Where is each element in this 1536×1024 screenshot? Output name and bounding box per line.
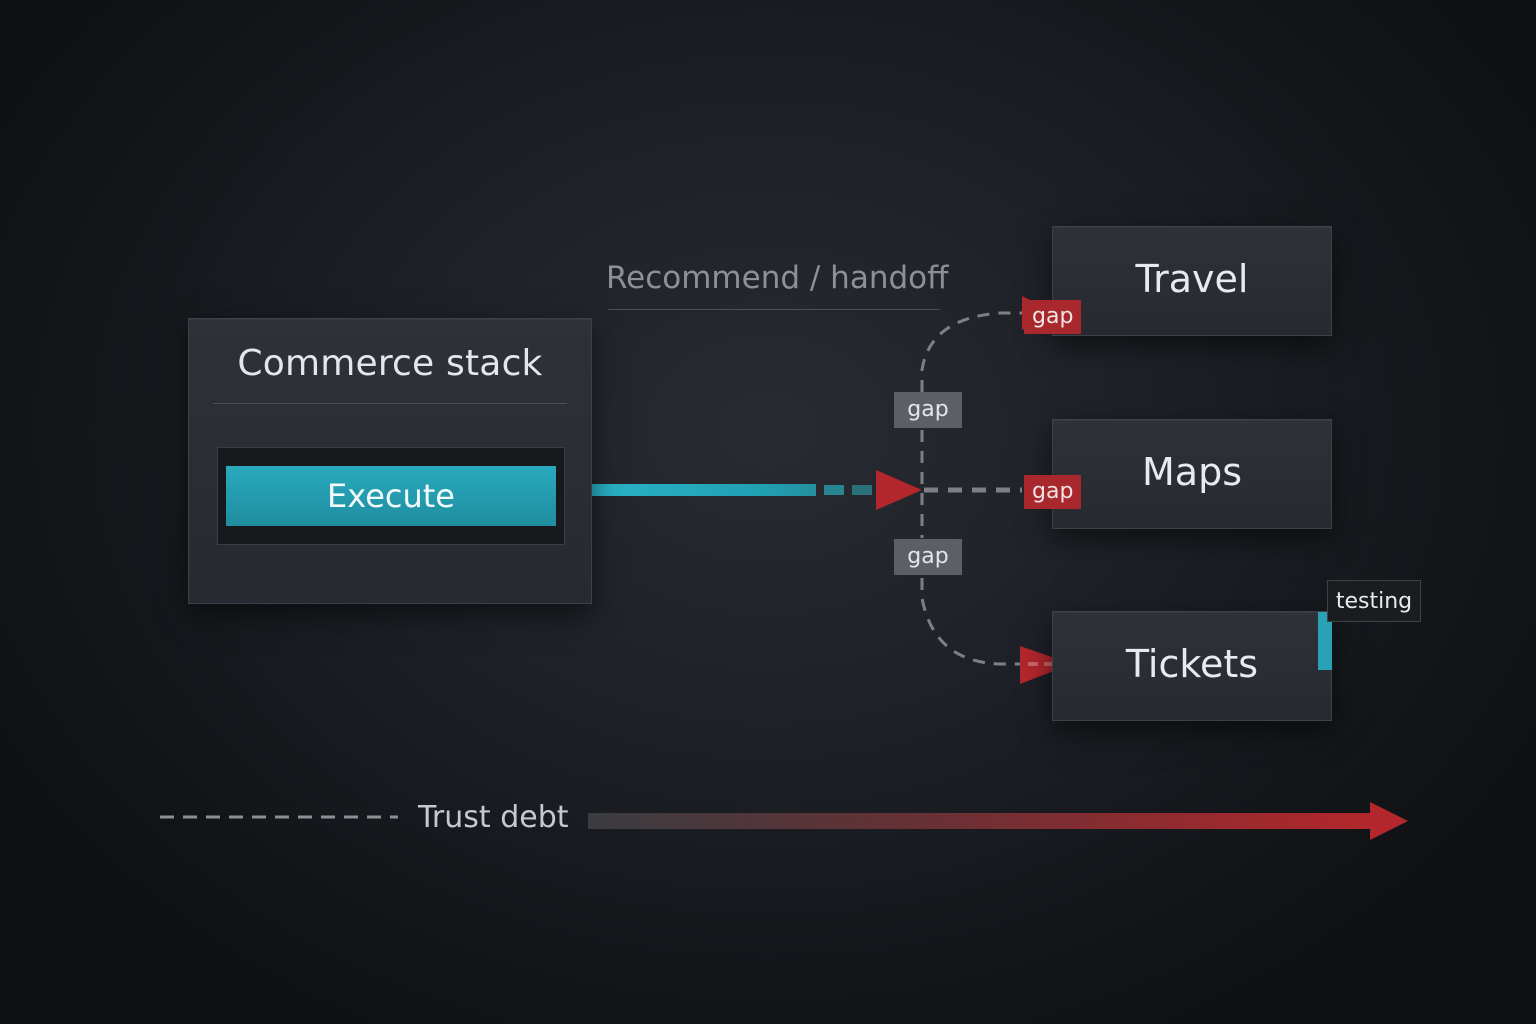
testing-tag: testing	[1327, 580, 1421, 622]
commerce-stack-title: Commerce stack	[237, 343, 543, 384]
execute-button[interactable]: Execute	[226, 466, 556, 526]
commerce-stack-box: Commerce stack Execute	[188, 318, 592, 604]
trust-debt-label: Trust debt	[418, 800, 569, 835]
commerce-stack-divider	[213, 403, 567, 404]
execute-connector-dashes	[824, 485, 872, 495]
gap-tag-lower: gap	[894, 539, 962, 575]
gap-tag-upper: gap	[894, 392, 962, 428]
maps-box[interactable]: Maps	[1052, 419, 1332, 529]
travel-box[interactable]: Travel	[1052, 226, 1332, 336]
tickets-box[interactable]: Tickets	[1052, 611, 1332, 721]
travel-label: Travel	[1135, 257, 1249, 301]
trust-debt-arrow-shaft	[588, 813, 1376, 829]
trust-debt-arrowhead-icon	[1370, 802, 1408, 840]
testing-indicator-bar	[1318, 612, 1332, 670]
handoff-underline	[608, 309, 940, 310]
tickets-dashed-branch	[920, 578, 1026, 666]
travel-dashed-branch	[920, 311, 1022, 392]
execute-arrowhead-icon	[876, 470, 922, 510]
gap-tag-travel: gap	[1024, 300, 1082, 334]
tickets-label: Tickets	[1125, 642, 1259, 686]
handoff-label: Recommend / handoff	[606, 260, 949, 296]
gap-tag-maps: gap	[1024, 475, 1082, 509]
execute-well: Execute	[217, 447, 565, 545]
execute-connector-solid	[556, 484, 816, 496]
maps-label: Maps	[1142, 450, 1242, 494]
